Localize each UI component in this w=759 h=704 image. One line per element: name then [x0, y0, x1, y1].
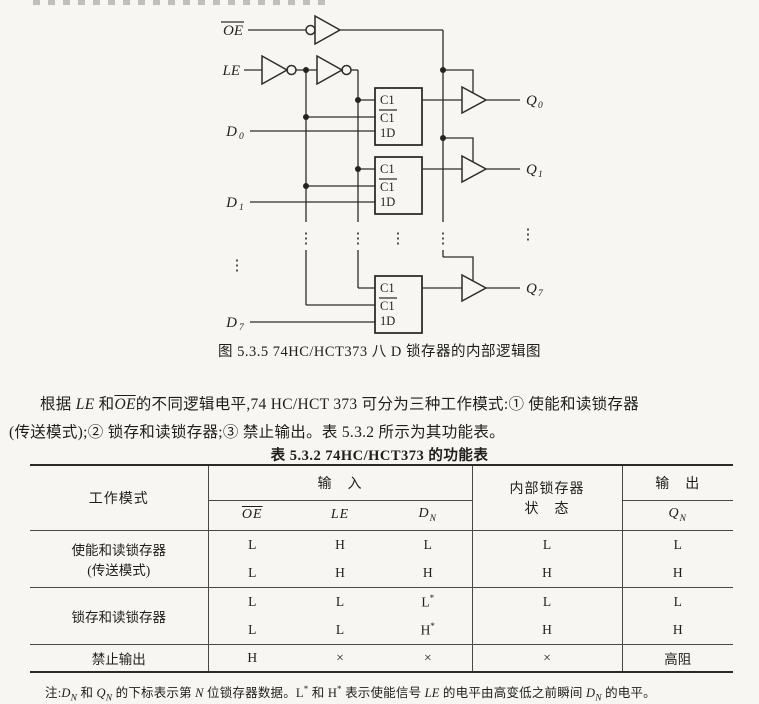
- signal-labels: OE LE D 0 D 1 D 7 Q 0 Q 1 Q 7: [221, 21, 544, 333]
- logic-diagram: C1 C1 1D C1 C1 1D C1 C1 1D: [221, 14, 544, 334]
- junction-dots: [303, 67, 446, 189]
- tristate-buffer-1: [443, 137, 520, 184]
- function-table: 工作模式 输 入 内部锁存器 状 态 输 出 OE LE DN QN 使能和读锁…: [30, 464, 734, 673]
- col-header-le: LE: [296, 500, 384, 531]
- svg-text:⋮: ⋮: [521, 227, 536, 243]
- latch-block-0: C1 C1 1D: [250, 87, 462, 146]
- col-header-output-group: 输 出: [621, 465, 734, 501]
- table-row: 使能和读锁存器 (传送模式) L H L L L: [30, 530, 734, 578]
- svg-text:⋮: ⋮: [230, 258, 245, 274]
- latch-block-1: C1 C1 1D: [250, 156, 462, 215]
- svg-text:1: 1: [538, 170, 543, 180]
- svg-text:7: 7: [239, 323, 245, 333]
- svg-text:⋮: ⋮: [299, 231, 314, 247]
- q1-output-label: Q: [526, 162, 537, 178]
- latch1-c1n-label: C1: [380, 180, 395, 194]
- latch0-c1-label: C1: [380, 93, 395, 107]
- latch0-c1n-label: C1: [380, 111, 395, 125]
- table-row: 禁止输出 H × × × 高阻: [30, 643, 734, 672]
- col-header-input-group: 输 入: [207, 465, 473, 501]
- body-paragraph: 根据 LE 和OE的不同逻辑电平,74 HC/HCT 373 可分为三种工作模式…: [9, 391, 754, 447]
- d0-input-label: D: [225, 124, 237, 140]
- col-header-mode: 工作模式: [30, 465, 208, 531]
- le-inverter-2: [316, 54, 358, 86]
- svg-text:1: 1: [239, 203, 244, 213]
- figure-caption: 图 5.3.5 74HC/HCT373 八 D 锁存器的内部逻辑图: [217, 344, 542, 360]
- svg-text:⋮: ⋮: [436, 231, 451, 247]
- latch-block-7: C1 C1 1D: [250, 275, 462, 334]
- table-row: L L H* H H: [30, 616, 734, 644]
- svg-text:7: 7: [538, 289, 544, 299]
- table-footnote: 注:DN 和 QN 的下标表示第 N 位锁存器数据。L* 和 H* 表示使能信号…: [45, 683, 656, 704]
- cropped-text-remnant: [33, 0, 333, 5]
- oe-term: OE: [114, 396, 136, 413]
- svg-text:0: 0: [239, 132, 244, 142]
- oe-input-label: OE: [223, 23, 243, 39]
- table-row: L H H H H: [30, 559, 734, 587]
- paragraph-line-2: (传送模式);② 锁存和读锁存器;③ 禁止输出。表 5.3.2 所示为其功能表。: [9, 424, 505, 441]
- col-header-dn: DN: [384, 500, 473, 531]
- paragraph-line-1: 根据 LE 和OE的不同逻辑电平,74 HC/HCT 373 可分为三种工作模式…: [40, 396, 640, 413]
- q0-output-label: Q: [526, 93, 537, 109]
- latch7-c1-label: C1: [380, 281, 395, 295]
- mode-cell-latch: 锁存和读锁存器: [30, 586, 208, 644]
- le-input-label: LE: [221, 63, 240, 79]
- latch1-c1-label: C1: [380, 162, 395, 176]
- d1-input-label: D: [225, 195, 237, 211]
- mode-cell-enable: 使能和读锁存器 (传送模式): [71, 542, 167, 578]
- col-header-qn: QN: [621, 500, 734, 531]
- le-term: LE: [75, 396, 95, 413]
- le-inverter-1: [244, 54, 317, 86]
- mode-cell-disable: 禁止输出: [30, 643, 208, 672]
- latch7-1d-label: 1D: [380, 314, 395, 328]
- tristate-buffer-7: [443, 256, 520, 303]
- tristate-buffer-0: [443, 69, 520, 115]
- d7-input-label: D: [225, 315, 237, 331]
- col-header-state: 内部锁存器 状 态: [471, 465, 623, 531]
- latch0-1d-label: 1D: [380, 126, 395, 140]
- continuation-dots: ⋮ ⋮ ⋮ ⋮ ⋮ ⋮: [230, 227, 536, 274]
- table-title: 表 5.3.2 74HC/HCT373 的功能表: [270, 448, 489, 464]
- svg-text:⋮: ⋮: [391, 231, 406, 247]
- latch1-1d-label: 1D: [380, 195, 395, 209]
- svg-text:0: 0: [538, 101, 543, 111]
- q7-output-label: Q: [526, 281, 537, 297]
- table-row: 锁存和读锁存器 L L L* L L: [30, 586, 734, 644]
- svg-text:⋮: ⋮: [351, 231, 366, 247]
- oe-inverter-gate: [248, 14, 443, 46]
- clock-bus-wires: [305, 30, 444, 305]
- latch7-c1n-label: C1: [380, 299, 395, 313]
- col-header-oe: OE: [207, 500, 296, 531]
